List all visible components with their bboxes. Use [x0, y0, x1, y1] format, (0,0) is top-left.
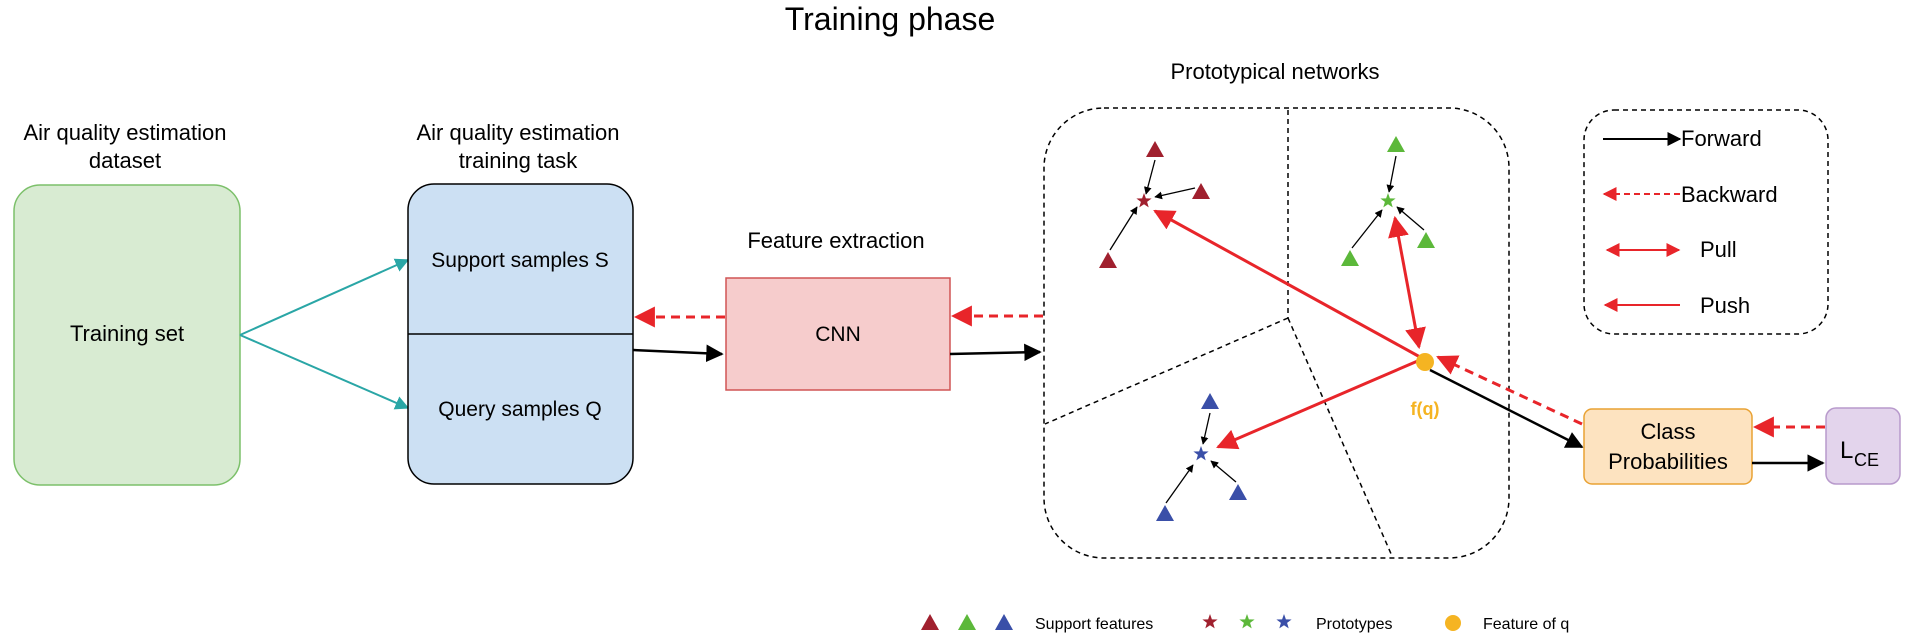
legend-backward-label: Backward [1681, 182, 1778, 207]
prototype-red [1136, 193, 1152, 208]
task-heading-line1: Air quality estimation [417, 120, 620, 145]
support-feature-green-1 [1387, 136, 1405, 152]
diagram-title: Training phase [785, 1, 996, 37]
support-link-green-1 [1386, 155, 1397, 193]
legend-feature-of-q-label: Feature of q [1483, 616, 1569, 633]
support-link-blue-2 [1210, 460, 1237, 483]
legend-feature-of-q-icon [1445, 615, 1461, 631]
cnn-label: CNN [815, 323, 861, 346]
legend-support-red-icon [921, 614, 939, 630]
region-boundary-left [1044, 317, 1289, 425]
protonet-heading: Prototypical networks [1170, 59, 1379, 84]
legend-prototype-blue-icon [1276, 614, 1292, 629]
support-link-red-1 [1144, 159, 1156, 195]
query-feature-label: f(q) [1411, 399, 1440, 419]
support-link-green-3 [1351, 209, 1383, 249]
arrow-legend-box [1583, 109, 1829, 335]
loss-label-main: L [1840, 437, 1853, 464]
support-feature-green-2 [1417, 232, 1435, 248]
region-boundary-right [1287, 317, 1393, 557]
task-heading-line2: training task [459, 148, 579, 173]
forward-arrow-to-class-prob [1429, 368, 1584, 449]
loss-box [1825, 407, 1901, 485]
forward-arrow-to-protonet [949, 343, 1042, 362]
support-feature-red-2 [1192, 183, 1210, 199]
push-arrow-to-red-prototype [1153, 209, 1421, 359]
class-probabilities-line1: Class [1640, 419, 1695, 444]
support-link-blue-3 [1165, 464, 1194, 504]
forward-arrow-to-cnn [632, 344, 724, 363]
arrow-to-query [239, 334, 410, 410]
legend-prototypes-label: Prototypes [1316, 616, 1392, 633]
legend-push-label: Push [1700, 293, 1750, 318]
support-feature-green-3 [1341, 250, 1359, 266]
legend-support-blue-icon [995, 614, 1013, 630]
arrow-to-support [239, 258, 410, 336]
backward-arrow-to-protonet [1436, 355, 1583, 426]
support-feature-blue-3 [1156, 505, 1174, 521]
push-arrow-to-blue-prototype [1216, 358, 1421, 450]
legend-support-features-label: Support features [1035, 616, 1153, 633]
support-feature-blue-1 [1201, 393, 1219, 409]
cnn-box [725, 277, 951, 391]
query-samples-label: Query samples Q [438, 398, 601, 421]
legend-prototype-green-icon [1239, 614, 1255, 629]
support-link-blue-1 [1200, 412, 1211, 445]
support-link-green-2 [1396, 206, 1425, 231]
prototype-green [1380, 193, 1396, 208]
prototype-blue [1193, 446, 1209, 461]
legend-forward-label: Forward [1681, 126, 1762, 151]
query-feature-point [1416, 353, 1434, 371]
legend-support-green-icon [958, 614, 976, 630]
protonet-box [1043, 107, 1510, 559]
support-link-red-3 [1109, 206, 1138, 251]
class-probabilities-box [1583, 408, 1753, 485]
support-feature-red-1 [1146, 141, 1164, 157]
dataset-heading-line1: Air quality estimation [24, 120, 227, 145]
legend-prototype-red-icon [1202, 614, 1218, 629]
support-samples-label: Support samples S [431, 249, 608, 272]
support-link-red-2 [1154, 187, 1196, 200]
pull-arrow-to-green-prototype [1388, 215, 1426, 350]
training-set-label: Training set [70, 321, 184, 346]
loss-label-sub: CE [1854, 450, 1879, 470]
feature-extraction-heading: Feature extraction [747, 228, 924, 253]
dataset-heading-line2: dataset [89, 148, 161, 173]
support-feature-blue-2 [1229, 484, 1247, 500]
legend-pull-label: Pull [1700, 237, 1737, 262]
class-probabilities-line2: Probabilities [1608, 449, 1728, 474]
support-feature-red-3 [1099, 252, 1117, 268]
